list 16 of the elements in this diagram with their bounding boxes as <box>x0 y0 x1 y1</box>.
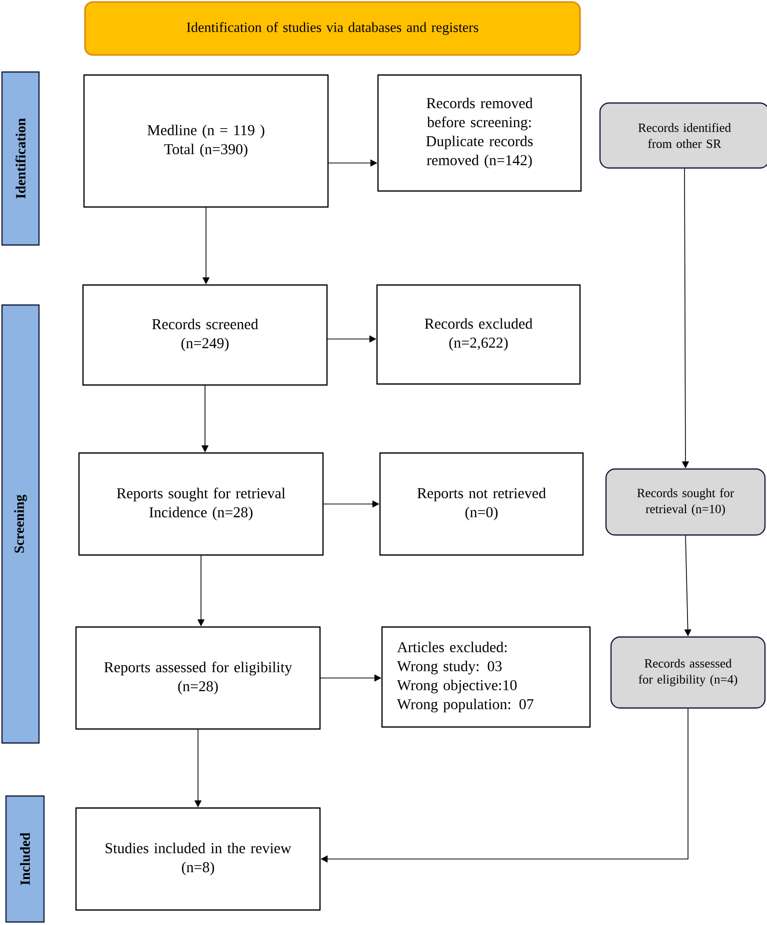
process-box: Records excluded (n=2,622) <box>376 284 581 385</box>
process-box: Reports sought for retrieval Incidence (n=28) <box>78 452 324 556</box>
stage-band: Identification <box>1 71 40 246</box>
process-box: Reports assessed for eligibility (n=28) <box>75 626 321 730</box>
process-box: Reports not retrieved (n=0) <box>379 452 584 556</box>
process-box: Records assessed for eligibility (n=4) <box>610 636 766 709</box>
process-box: Records sought for retrieval (n=10) <box>605 468 766 536</box>
process-box: Medline (n = 119 ) Total (n=390) <box>83 74 329 208</box>
process-box: Studies included in the review (n=8) <box>75 807 321 911</box>
process-box: Records removed before screening: Duplicate records removed (n=142) <box>377 74 582 192</box>
heading-banner: Identification of studies via databases and registers <box>84 1 581 56</box>
process-box: Records screened (n=249) <box>82 284 328 386</box>
process-box: Articles excluded: Wrong study: 03 Wrong objective:10 Wrong population: 07 <box>381 626 591 728</box>
stage-band: Included <box>5 795 45 923</box>
process-box: Records identified from other SR <box>599 102 767 169</box>
stage-band: Screening <box>1 304 40 744</box>
